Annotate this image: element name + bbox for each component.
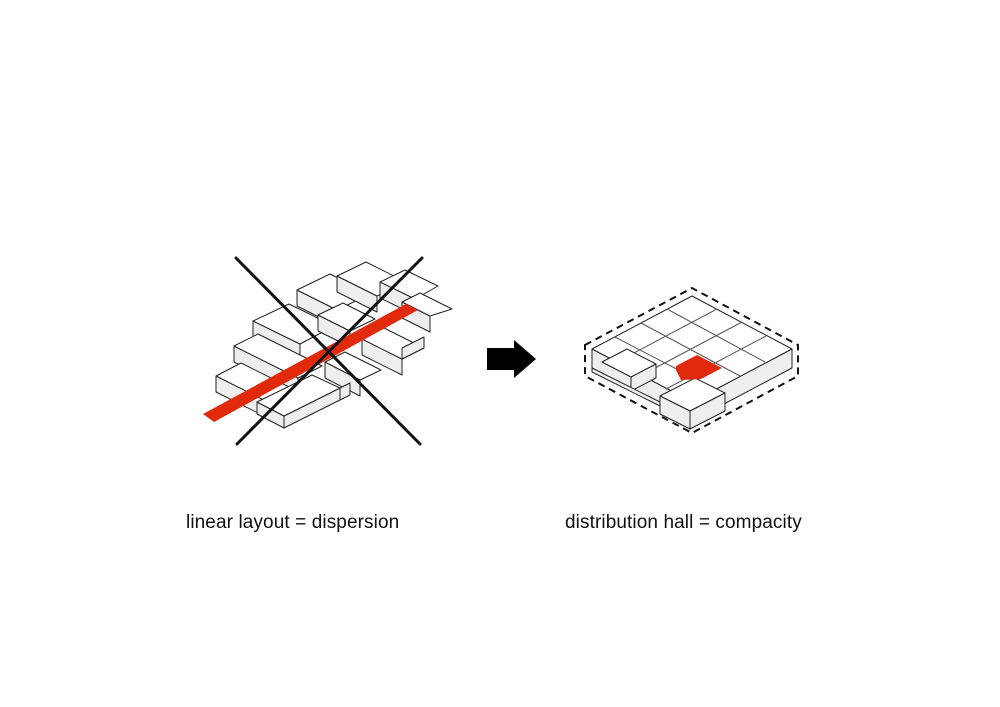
caption-distribution-hall: distribution hall = compacity [565, 512, 802, 533]
distribution-hall [676, 355, 722, 380]
compact-boundary [584, 286, 799, 435]
compact-blocks [591, 295, 793, 430]
right-arrow-icon [487, 340, 536, 378]
distribution-hall-diagram [584, 286, 799, 435]
caption-linear-layout: linear layout = dispersion [186, 512, 400, 533]
linear-layout-front-blocks [256, 374, 351, 429]
x-cross-icon [234, 256, 424, 446]
linear-layout-diagram [203, 256, 453, 446]
linear-corridor [203, 304, 418, 422]
linear-layout-blocks [215, 261, 453, 420]
